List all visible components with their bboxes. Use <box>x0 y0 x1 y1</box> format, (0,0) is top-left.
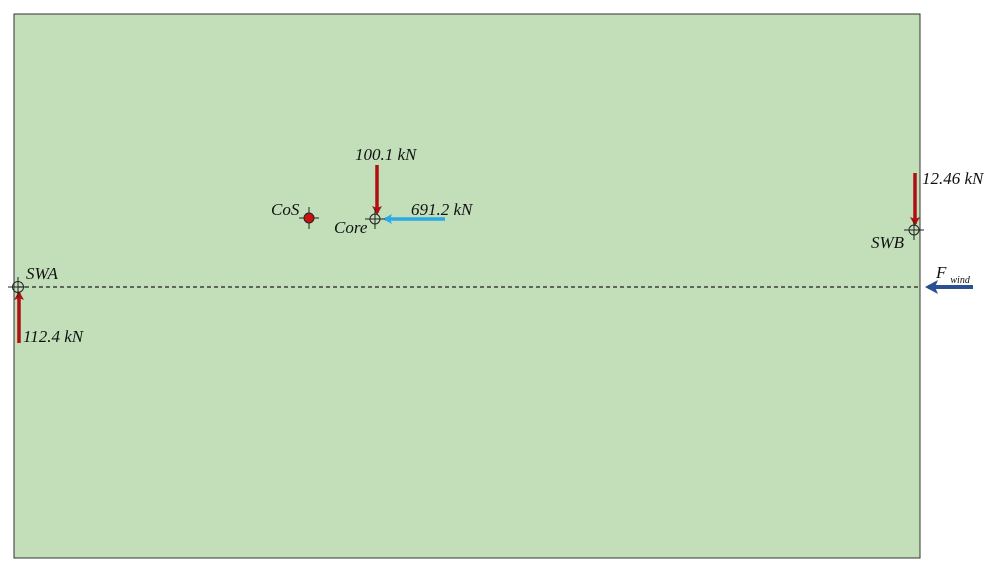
floor-plate <box>13 13 921 559</box>
wind-force-subscript: wind <box>950 275 970 286</box>
wind-force-symbol: F <box>935 263 947 282</box>
swb-support: SWB 12.46 kN <box>871 169 985 252</box>
core-vertical-force-label: 100.1 kN <box>355 145 418 164</box>
cos-marker <box>303 212 315 224</box>
wind-force-label: F wind <box>935 263 971 286</box>
swa-label: SWA <box>26 264 58 283</box>
core-node: Core 100.1 kN 691.2 kN <box>334 145 474 237</box>
core-label: Core <box>334 218 368 237</box>
wind-load: F wind <box>925 263 973 294</box>
swb-vertical-force-label: 12.46 kN <box>922 169 985 188</box>
swa-node-marker <box>8 277 28 297</box>
swb-node-marker <box>904 220 924 240</box>
core-horizontal-force-label: 691.2 kN <box>411 200 474 219</box>
cos-label: CoS <box>271 200 300 219</box>
centre-of-stiffness: CoS <box>271 200 319 229</box>
core-node-marker <box>365 209 385 229</box>
swa-support: SWA 112.4 kN <box>8 264 85 346</box>
swb-label: SWB <box>871 233 905 252</box>
swa-reaction-label: 112.4 kN <box>23 327 85 346</box>
